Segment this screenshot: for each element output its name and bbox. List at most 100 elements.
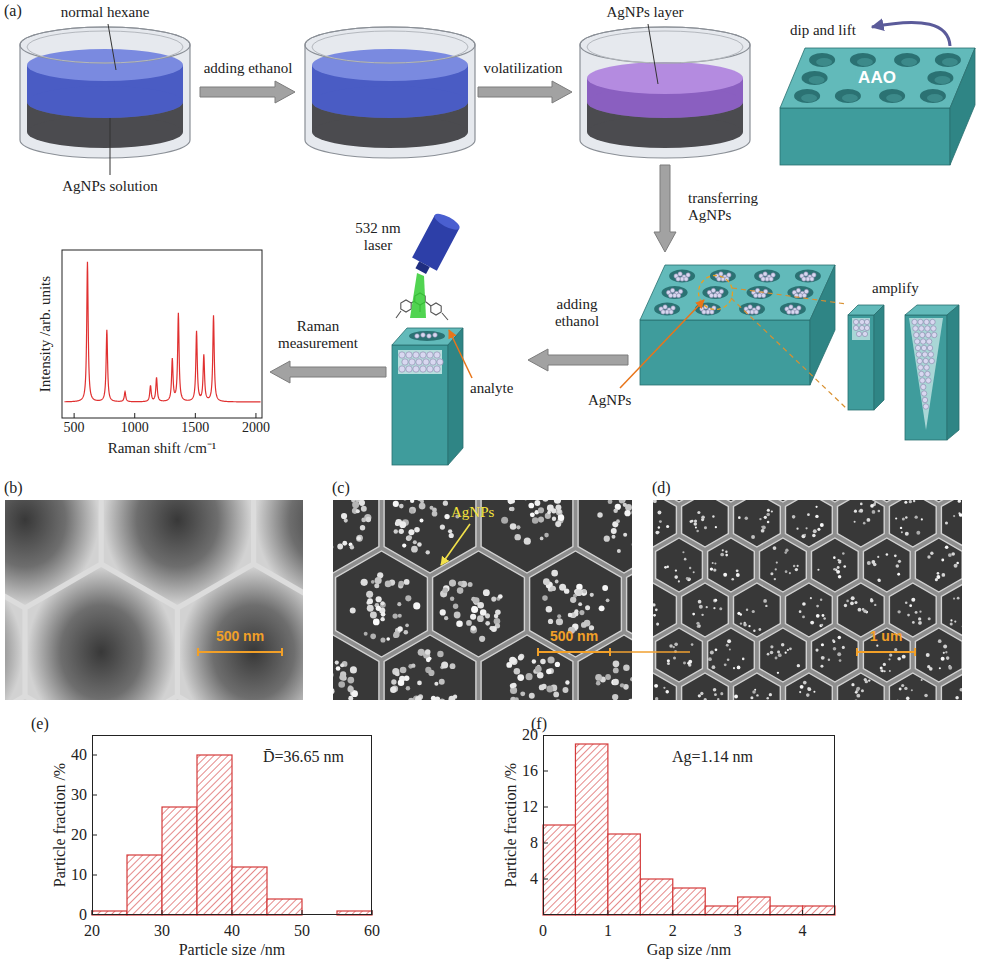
silver-nanoparticle [428,670,434,676]
silver-nanoparticle [761,277,765,281]
silver-nanoparticle [448,529,452,533]
silver-nanoparticle [724,663,727,666]
silver-nanoparticle [495,610,501,616]
silver-nanoparticle [477,602,484,609]
silver-nanoparticle [413,352,419,358]
axis-title: Particle size /nm [179,941,286,959]
scale-bar [538,651,610,653]
aao-prism [640,265,835,385]
silver-nanoparticle [787,310,791,314]
silver-nanoparticle [766,513,770,517]
silver-nanoparticle [767,521,770,524]
silver-nanoparticle [564,588,569,593]
silver-nanoparticle [807,687,811,691]
silver-nanoparticle [430,506,434,510]
silver-nanoparticle [954,620,956,622]
aao-pore [802,71,828,85]
silver-nanoparticle [667,662,670,665]
silver-nanoparticle [878,510,881,513]
silver-nanoparticle [402,359,408,365]
silver-nanoparticle [391,679,396,684]
aao-pore [794,89,820,103]
silver-nanoparticle [333,688,335,695]
silver-nanoparticle [563,687,569,693]
dish-rim [20,27,190,63]
callout-arrow [449,330,472,378]
silver-nanoparticle [856,331,861,336]
silver-nanoparticle [802,602,806,606]
silver-nanoparticle [795,310,799,314]
silver-nanoparticle [943,644,947,648]
silver-nanoparticle [729,649,731,651]
silver-nanoparticle [663,687,665,689]
silver-nanoparticle [608,500,613,504]
aao-pore-floor [942,58,958,66]
silver-nanoparticle [851,596,855,600]
silver-nanoparticle [804,289,808,293]
silver-nanoparticle [701,614,703,616]
aao-pore [654,303,680,316]
silver-nanoparticle [771,273,775,277]
silver-nanoparticle [927,555,930,558]
silver-nanoparticle [922,352,927,357]
silver-nanoparticle [692,613,695,616]
silver-nanoparticle [792,515,796,519]
silver-nanoparticle [928,352,933,357]
process-arrow [200,81,295,103]
silver-nanoparticle [613,667,619,673]
silver-nanoparticle [828,659,830,661]
silver-nanoparticle [886,553,889,556]
silver-nanoparticle [693,571,695,573]
silver-nanoparticle [850,601,854,605]
silver-nanoparticle [427,366,433,372]
silver-nanoparticle [441,661,448,668]
callout-label: 532 nm laser [349,220,407,255]
silver-nanoparticle [812,534,816,538]
silver-nanoparticle [889,653,892,656]
silver-nanoparticle [699,605,703,609]
silver-nanoparticle [555,662,560,667]
tick-label: 16 [522,763,538,779]
silver-nanoparticle [659,520,662,523]
silver-nanoparticle [406,686,410,690]
silver-nanoparticle [393,632,399,638]
silver-nanoparticle [738,516,741,519]
silver-nanoparticle [752,690,756,694]
silver-nanoparticle [775,657,778,660]
aao-pore [754,270,780,283]
silver-nanoparticle [773,546,777,550]
silver-nanoparticle [380,637,385,642]
silver-nanoparticle [714,693,717,696]
silver-nanoparticle [483,589,490,596]
silver-nanoparticle [399,504,404,509]
silver-nanoparticle [416,359,422,365]
callout-label: AgNPs [451,504,494,521]
silver-nanoparticle [437,651,443,657]
silver-nanoparticle [508,500,514,504]
part-label: AAO [855,68,899,88]
silver-nanoparticle [538,507,544,513]
silver-nanoparticle [946,656,950,660]
silver-nanoparticle [516,525,520,529]
step-label: Raman measurement [268,318,368,353]
callout-label: analyte [470,380,513,397]
pore-cell [656,628,703,682]
pore-cell [104,699,251,700]
silver-nanoparticle [558,515,564,521]
silver-nanoparticle [713,688,717,692]
silver-nanoparticle [437,359,443,365]
silver-nanoparticle [701,516,705,520]
silver-nanoparticle [673,657,676,660]
silver-nanoparticle [915,611,918,614]
silver-nanoparticle [924,694,928,698]
silver-nanoparticle [696,530,699,533]
scale-bar-end [281,648,283,656]
silver-nanoparticle [775,568,777,570]
silver-nanoparticle [439,679,445,685]
silver-nanoparticle [819,624,822,627]
silver-nanoparticle [553,692,559,698]
silver-nanoparticle [632,542,633,547]
silver-nanoparticle [686,577,689,580]
silver-nanoparticle [912,621,915,624]
